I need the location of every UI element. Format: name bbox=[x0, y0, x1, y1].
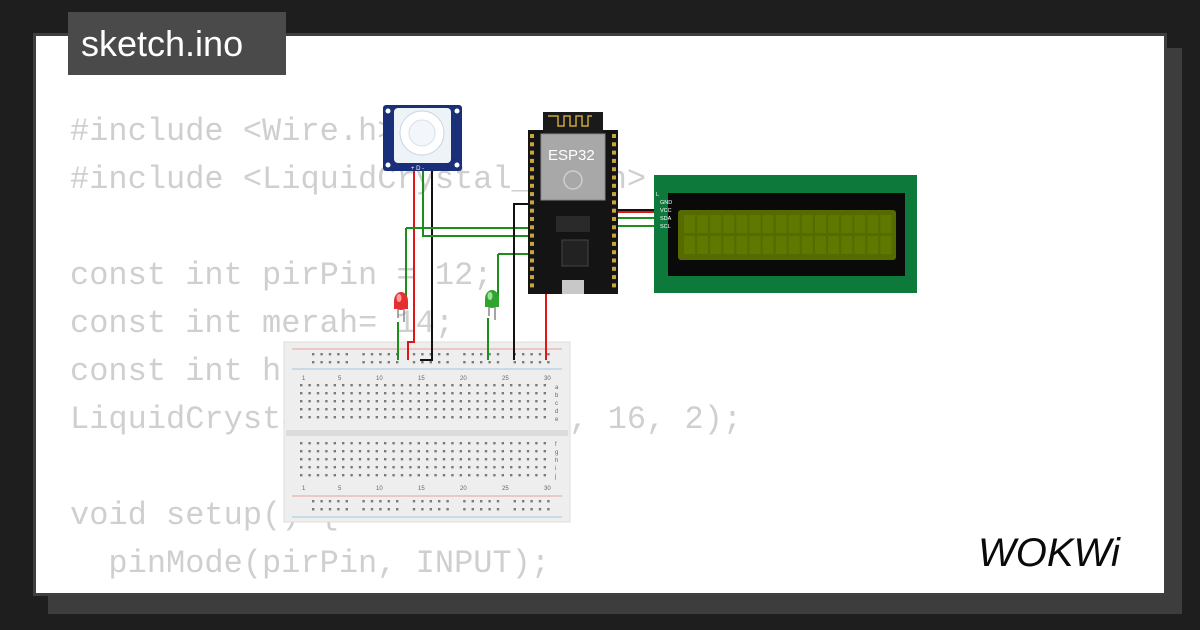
code-line: #include <Wire.h> bbox=[70, 113, 397, 150]
svg-text:1: 1 bbox=[302, 376, 306, 382]
esp32-pins bbox=[530, 134, 616, 288]
breadboard-holes bbox=[300, 353, 550, 511]
breadboard-row-letters: a b c d e f g h i j bbox=[554, 385, 559, 480]
breadboard-column-numbers: 1 5 10 15 20 25 30 1 5 10 15 20 25 30 bbox=[302, 376, 551, 492]
svg-text:f: f bbox=[555, 442, 557, 448]
svg-text:1: 1 bbox=[302, 486, 306, 492]
svg-text:GND: GND bbox=[660, 200, 672, 206]
svg-text:20: 20 bbox=[460, 486, 467, 492]
svg-text:e: e bbox=[555, 417, 559, 423]
file-tab-label: sketch.ino bbox=[81, 23, 244, 64]
esp32-board: ESP32 bbox=[528, 112, 618, 294]
svg-text:15: 15 bbox=[418, 486, 425, 492]
lcd-character-cells bbox=[684, 215, 892, 254]
svg-text:a: a bbox=[555, 385, 559, 391]
svg-text:b: b bbox=[555, 393, 559, 399]
svg-text:c: c bbox=[555, 401, 558, 407]
svg-text:i: i bbox=[555, 466, 556, 472]
svg-text:g: g bbox=[555, 450, 558, 456]
code-line: const int merah= 14; bbox=[70, 305, 455, 342]
code-line: pinMode(pirPin, INPUT); bbox=[70, 545, 551, 582]
svg-text:30: 30 bbox=[544, 376, 551, 382]
svg-text:d: d bbox=[555, 409, 558, 415]
svg-text:20: 20 bbox=[460, 376, 467, 382]
svg-text:5: 5 bbox=[338, 486, 342, 492]
svg-text:SCL: SCL bbox=[660, 224, 671, 230]
svg-text:25: 25 bbox=[502, 486, 509, 492]
wire-pir-gnd bbox=[420, 164, 433, 361]
lcd-1602-i2c: L GND VCC SDA SCL bbox=[654, 175, 917, 293]
wire-pir-vcc bbox=[407, 164, 415, 360]
wokwi-logo-text: WOKWi bbox=[978, 531, 1121, 575]
wokwi-logo: WOKWi bbox=[978, 531, 1121, 575]
svg-text:VCC: VCC bbox=[660, 208, 672, 214]
svg-text:j: j bbox=[554, 474, 556, 480]
svg-text:10: 10 bbox=[376, 486, 383, 492]
svg-text:15: 15 bbox=[418, 376, 425, 382]
esp32-label: ESP32 bbox=[548, 147, 595, 164]
svg-text:L: L bbox=[656, 192, 659, 198]
pir-pin-labels: + D - bbox=[411, 166, 424, 172]
svg-text:5: 5 bbox=[338, 376, 342, 382]
wire-pir-signal bbox=[422, 164, 530, 237]
led-green bbox=[485, 290, 499, 320]
code-line: const int pirPin = 12; bbox=[70, 257, 493, 294]
svg-text:h: h bbox=[555, 458, 558, 464]
pir-sensor: + D - bbox=[383, 105, 462, 172]
svg-text:25: 25 bbox=[502, 376, 509, 382]
svg-text:10: 10 bbox=[376, 376, 383, 382]
code-line: void setup() { bbox=[70, 497, 339, 534]
breadboard: 1 5 10 15 20 25 30 1 5 10 15 20 25 30 a … bbox=[283, 341, 571, 523]
led-red bbox=[394, 292, 408, 322]
file-tab[interactable]: sketch.ino bbox=[68, 12, 286, 75]
svg-text:SDA: SDA bbox=[660, 216, 672, 222]
lcd-pin-labels: L GND VCC SDA SCL bbox=[656, 192, 672, 230]
svg-text:30: 30 bbox=[544, 486, 551, 492]
